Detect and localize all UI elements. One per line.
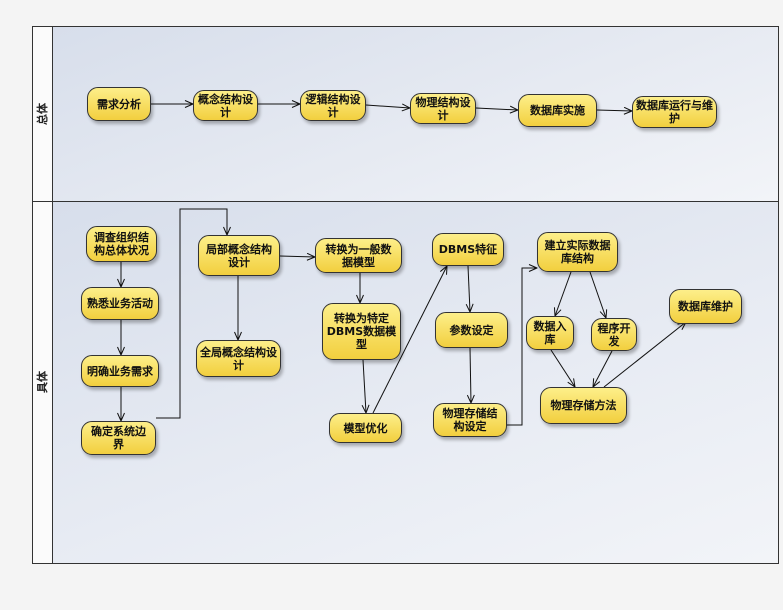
lane-label-overall-text: 总体 xyxy=(36,102,49,125)
node-label: 转换为一般数据模型 xyxy=(325,242,392,269)
node-label: 参数设定 xyxy=(449,323,494,337)
node-label: 建立实际数据库结构 xyxy=(544,239,611,265)
node-label: 数据库实施 xyxy=(530,104,585,117)
node-db-maintenance: 数据库维护 xyxy=(669,289,742,324)
node-physical-storage-method: 物理存储方法 xyxy=(540,387,627,424)
lane-label-detailed-text: 具体 xyxy=(36,371,49,393)
node-model-optimization: 模型优化 xyxy=(329,413,402,443)
node-label: 数据库维护 xyxy=(678,300,733,313)
node-define-boundary: 确定系统边界 xyxy=(81,421,156,455)
node-to-general-model: 转换为一般数据模型 xyxy=(315,238,402,273)
label-column-divider xyxy=(52,26,53,563)
node-label: 物理存储结构设定 xyxy=(442,407,498,433)
node-label: 模型优化 xyxy=(343,421,388,435)
node-logical-design: 逻辑结构设计 xyxy=(300,90,366,121)
node-label: 概念结构设计 xyxy=(197,92,253,119)
node-local-conceptual: 局部概念结构设计 xyxy=(198,235,280,276)
node-conceptual-design: 概念结构设计 xyxy=(193,90,258,121)
node-familiarize-business: 熟悉业务活动 xyxy=(81,287,159,320)
node-db-implementation: 数据库实施 xyxy=(518,94,597,127)
node-program-development: 程序开发 xyxy=(591,318,637,351)
node-label: 物理存储方法 xyxy=(550,399,617,412)
node-to-dbms-model: 转换为特定DBMS数据模型 xyxy=(322,303,401,360)
node-parameter-setting: 参数设定 xyxy=(435,312,508,348)
swimlane-detailed xyxy=(52,201,778,563)
node-label: 转换为特定DBMS数据模型 xyxy=(326,312,397,351)
node-investigate-org: 调查组织结构总体状况 xyxy=(86,226,157,262)
node-requirement-analysis: 需求分析 xyxy=(87,87,151,121)
node-physical-design: 物理结构设计 xyxy=(410,93,476,124)
node-label: 明确业务需求 xyxy=(87,364,153,378)
node-label: 局部概念结构设计 xyxy=(205,242,272,269)
node-clarify-requirements: 明确业务需求 xyxy=(81,355,159,387)
node-build-db-structure: 建立实际数据库结构 xyxy=(537,232,618,272)
node-dbms-features: DBMS特征 xyxy=(432,233,504,266)
node-label: 逻辑结构设计 xyxy=(305,92,361,119)
lane-divider xyxy=(32,201,778,202)
node-label: 数据入库 xyxy=(533,320,567,346)
node-data-loading: 数据入库 xyxy=(526,316,574,350)
node-label: 数据库运行与维护 xyxy=(635,99,713,125)
node-db-operation-maintenance: 数据库运行与维护 xyxy=(632,96,717,128)
lane-label-detailed: 具体 xyxy=(32,201,52,563)
node-global-conceptual: 全局概念结构设计 xyxy=(196,340,281,377)
node-label: 程序开发 xyxy=(597,321,631,348)
node-label: 物理结构设计 xyxy=(415,95,471,122)
node-label: 需求分析 xyxy=(97,97,141,111)
node-label: 熟悉业务活动 xyxy=(87,297,153,310)
lane-label-overall: 总体 xyxy=(32,26,52,201)
node-label: 全局概念结构设计 xyxy=(199,345,277,372)
node-label: 确定系统边界 xyxy=(90,425,146,451)
node-label: DBMS特征 xyxy=(438,243,498,256)
node-label: 调查组织结构总体状况 xyxy=(93,231,149,257)
node-physical-storage-structure: 物理存储结构设定 xyxy=(433,403,507,437)
